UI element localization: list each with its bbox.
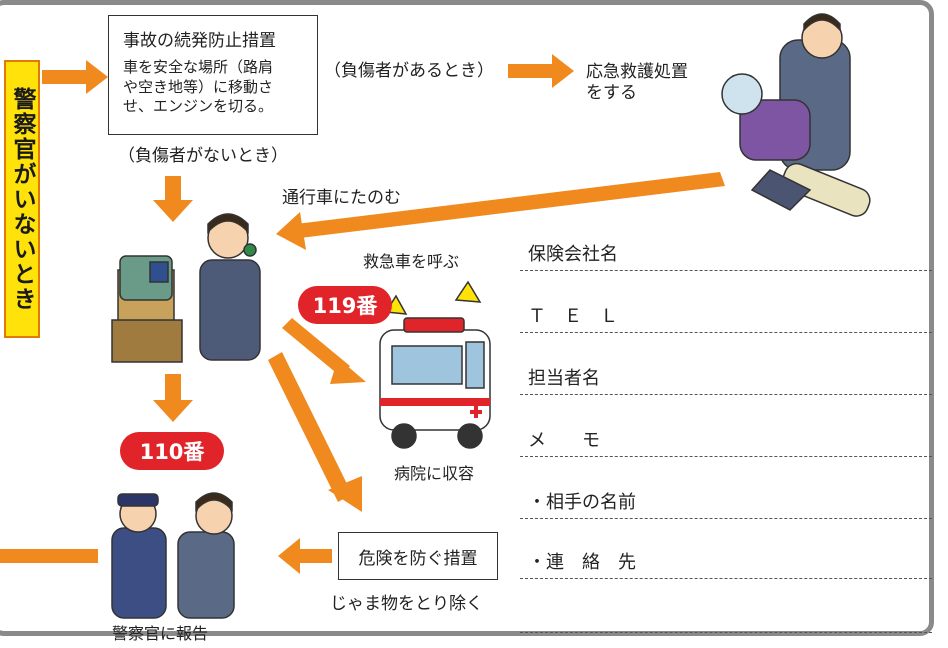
arrow-to-police [278, 538, 332, 574]
arrow-down-to-police [153, 374, 193, 422]
call-ambulance-label: 救急車を呼ぶ [363, 252, 460, 271]
memo-memo-label: メ モ [528, 430, 600, 451]
badge-119: 119番 [298, 286, 392, 324]
arrow-to-danger-box [268, 352, 362, 512]
memo-other-name-label: ・相手の名前 [528, 492, 636, 513]
arrow-down-to-phone [153, 176, 193, 222]
hospital-label: 病院に収容 [394, 464, 475, 483]
panel-frame [0, 0, 934, 636]
arrow-to-box1 [42, 60, 108, 94]
arrow-to-ambulance [282, 318, 366, 384]
arrow-to-first-aid [508, 54, 574, 88]
accident-prevention-box: 事故の続発防止措置 車を安全な場所（路肩 や空き地等）に移動さ せ、エンジンを切… [108, 15, 318, 135]
without-injured-label: （負傷者がないとき） [118, 146, 288, 166]
with-injured-label: （負傷者があるとき） [324, 61, 494, 81]
memo-contact-label: ・連 絡 先 [528, 552, 636, 573]
memo-tel-label: Ｔ Ｅ Ｌ [528, 306, 618, 327]
report-police-label: 警察官に報告 [112, 624, 209, 643]
memo-extra-line [520, 632, 932, 633]
memo-contact-line [520, 578, 932, 579]
memo-tel-line [520, 332, 932, 333]
first-aid-label: 応急救護処置 をする [586, 62, 688, 104]
accident-prevention-desc: 車を安全な場所（路肩 や空き地等）に移動さ せ、エンジンを切る。 [123, 58, 274, 115]
accident-prevention-title: 事故の続発防止措置 [123, 31, 276, 51]
memo-memo-line [520, 456, 932, 457]
ambulance-illustration [379, 280, 491, 449]
arrow-passing-car [276, 172, 725, 250]
memo-insurer-label: 保険会社名 [528, 244, 618, 265]
first-aid-illustration [721, 13, 871, 217]
remove-obstacles-label: じゃま物をとり除く [330, 594, 483, 614]
ask-passing-car-label: 通行車にたのむ [282, 188, 401, 208]
arrow-left-exit [0, 549, 98, 563]
badge-110: 110番 [120, 432, 224, 470]
memo-contact-person-label: 担当者名 [528, 368, 600, 389]
danger-prevention-box: 危険を防ぐ措置 [338, 532, 498, 580]
police-report-illustration [111, 492, 235, 619]
memo-other-name-line [520, 518, 932, 519]
memo-insurer-line [520, 270, 932, 271]
phone-call-illustration [111, 213, 261, 363]
memo-contact-person-line [520, 394, 932, 395]
no-police-label: 警察官がいないとき [4, 60, 40, 338]
